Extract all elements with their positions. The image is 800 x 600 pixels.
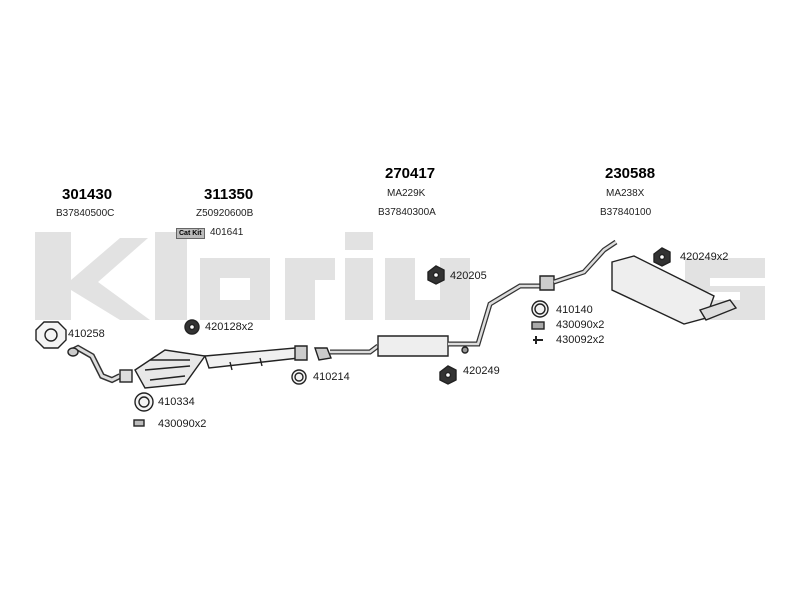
seal-ring-410214-icon xyxy=(291,369,307,385)
gasket-410258-icon xyxy=(35,321,67,349)
part-label-410258: 410258 xyxy=(68,328,105,340)
clamp-430090-icon xyxy=(133,419,145,427)
front-pipe-icon xyxy=(67,344,122,384)
seal-ring-410334-icon xyxy=(134,392,154,412)
part-label-420205: 420205 xyxy=(450,270,487,282)
ref-number-z50920600b: Z50920600B xyxy=(196,208,254,219)
part-label-420128x2: 420128x2 xyxy=(205,321,254,333)
part-label-420249x2: 420249x2 xyxy=(680,251,729,263)
ref-number-b37840500c: B37840500C xyxy=(56,208,115,219)
rubber-hanger-420249-icon xyxy=(439,365,457,385)
part-label-410140: 410140 xyxy=(556,304,593,316)
ref-number-b37840300a: B37840300A xyxy=(378,207,436,218)
rubber-hanger-420128-icon xyxy=(184,319,200,335)
centre-silencer-icon xyxy=(314,283,540,361)
part-label-420249: 420249 xyxy=(463,365,500,377)
part-number-270417: 270417 xyxy=(385,165,436,182)
rubber-hanger-420205-icon xyxy=(427,265,445,285)
seal-ring-410140-icon xyxy=(531,300,549,318)
bolt-430092-icon xyxy=(533,336,543,344)
ref-number-ma238x: MA238X xyxy=(606,188,645,199)
part-label-430090x2-rear: 430090x2 xyxy=(556,319,605,331)
part-label-430092x2: 430092x2 xyxy=(556,334,605,346)
part-number-301430: 301430 xyxy=(62,186,113,203)
part-label-430090x2: 430090x2 xyxy=(158,418,207,430)
part-label-410214: 410214 xyxy=(313,371,350,383)
part-label-410334: 410334 xyxy=(158,396,195,408)
catalytic-converter-icon xyxy=(119,345,308,389)
part-number-311350: 311350 xyxy=(204,186,254,203)
cat-kit-badge: Cat Kit xyxy=(176,228,205,239)
rubber-hanger-420249x2-icon xyxy=(653,247,671,267)
cat-kit-number: 401641 xyxy=(210,227,244,238)
clamp-430090-rear-icon xyxy=(531,321,545,330)
ref-number-b37840100: B37840100 xyxy=(600,207,652,218)
ref-number-ma229k: MA229K xyxy=(387,188,426,199)
rear-silencer-icon xyxy=(539,239,738,325)
part-number-230588: 230588 xyxy=(605,165,656,182)
